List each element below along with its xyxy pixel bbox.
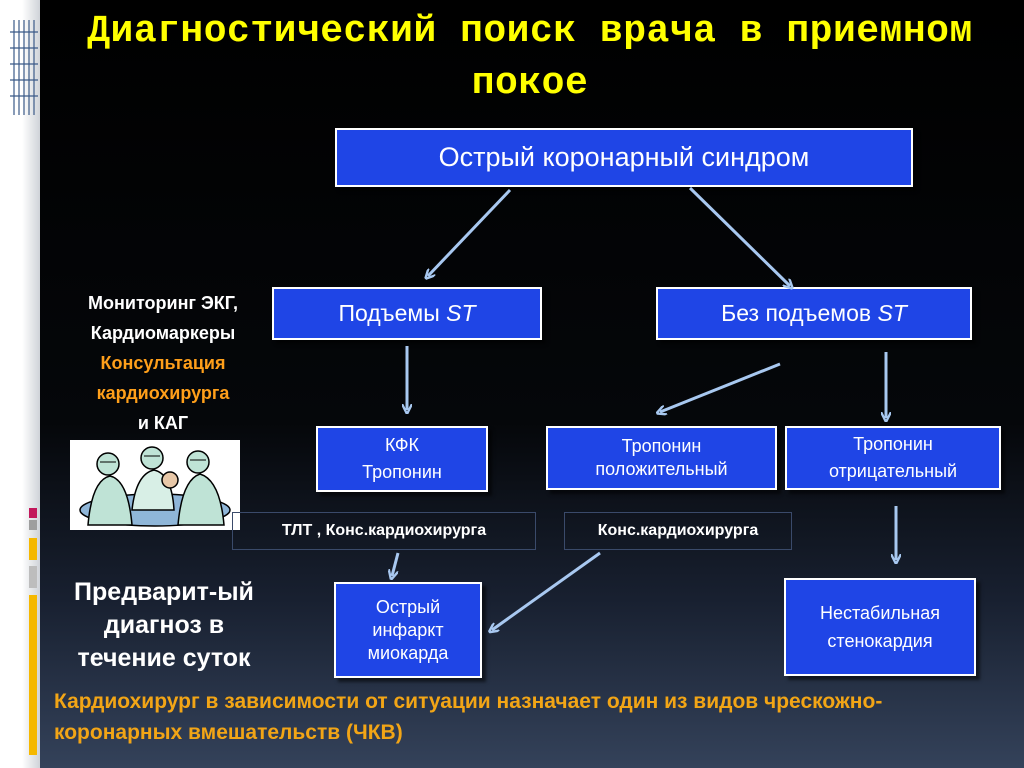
node-kfk-troponin: КФК Тропонин [316, 426, 488, 492]
node-label-st: ST [877, 300, 907, 326]
node-troponin-negative: Тропонин отрицательный [785, 426, 1001, 490]
left-panel-line: Мониторинг ЭКГ, [88, 293, 238, 313]
accent-bar [29, 595, 37, 755]
node-line: миокарда [367, 642, 449, 663]
node-line: Тропонин [362, 462, 442, 482]
node-line: положительный [595, 459, 728, 479]
node-st-elevation: Подъемы ST [272, 287, 542, 340]
node-tlt-consultation: ТЛТ , Конс.кардиохирурга [232, 512, 536, 550]
node-unstable-angina: Нестабильная стенокардия [784, 578, 976, 676]
node-label-text: Без подъемов [721, 300, 878, 326]
node-line: отрицательный [828, 461, 958, 481]
tlt-label: ТЛТ [281, 522, 313, 539]
node-label: ТЛТ , Конс.кардиохирурга [282, 522, 486, 540]
bottom-note: Кардиохирург в зависимости от ситуации н… [54, 690, 883, 744]
node-line: Нестабильная [819, 603, 940, 623]
node-line: Тропонин [621, 436, 702, 456]
node-label: Без подъемов ST [721, 300, 907, 327]
accent-bar [29, 566, 37, 588]
preliminary-diagnosis-note: Предварит-ый диагноз в течение суток [48, 576, 280, 675]
node-acute-mi: Острый инфаркт миокарда [334, 582, 482, 678]
node-consultation: Конс.кардиохирурга [564, 512, 792, 550]
node-acute-coronary-syndrome: Острый коронарный синдром [335, 128, 913, 187]
node-label-st: ST [446, 300, 476, 326]
left-panel: Мониторинг ЭКГ, Кардиомаркеры Консультац… [58, 288, 268, 438]
node-troponin-positive: Тропонин положительный [546, 426, 777, 490]
node-line: стенокардия [827, 631, 933, 651]
accent-bar [29, 538, 37, 560]
prelim-line: течение суток [77, 644, 251, 672]
node-line: Острый [375, 596, 441, 617]
prelim-line: диагноз в [103, 611, 225, 639]
left-panel-highlight: Консультация [100, 353, 226, 373]
surgeons-clipart-icon [70, 440, 240, 530]
node-label: Подъемы ST [338, 300, 475, 327]
accent-bar [29, 520, 37, 530]
accent-bar [29, 508, 37, 518]
node-no-st-elevation: Без подъемов ST [656, 287, 972, 340]
prelim-line: Предварит-ый [74, 578, 254, 606]
node-label: Конс.кардиохирурга [597, 522, 759, 539]
slide-title: Диагностический поиск врача в приемном п… [87, 10, 973, 105]
left-panel-line: и КАГ [137, 413, 189, 433]
node-line: Тропонин [853, 434, 933, 454]
node-line: инфаркт [372, 619, 444, 640]
node-line: КФК [384, 435, 420, 455]
tlt-consult-label: , Конс.кардиохирурга [312, 522, 487, 539]
node-label: Острый коронарный синдром [438, 142, 810, 172]
left-panel-highlight: кардиохирурга [96, 383, 230, 403]
left-panel-line: Кардиомаркеры [90, 323, 236, 343]
node-label-text: Подъемы [338, 300, 447, 326]
